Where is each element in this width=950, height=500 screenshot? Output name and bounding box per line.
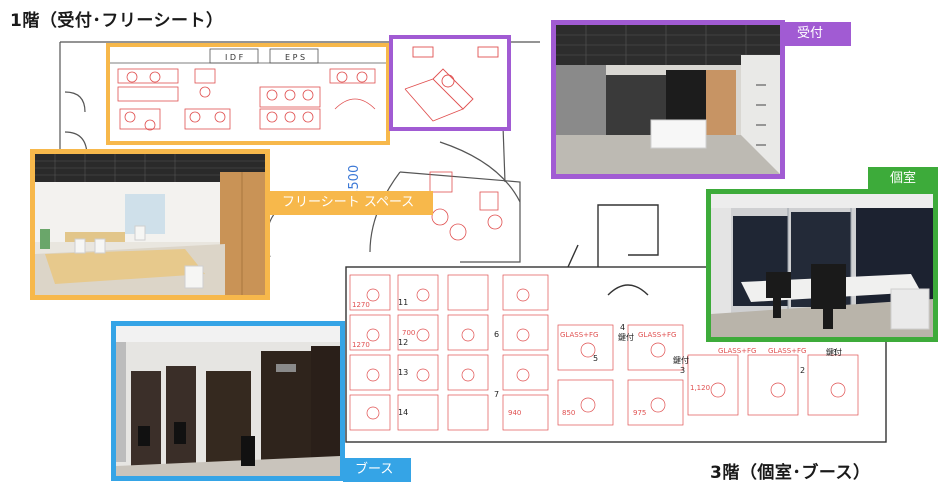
floor3-plan: 1270 1270 940 1,120 975 850 700 GLASS+FG… (345, 204, 887, 443)
plan-dim-850: 850 (562, 409, 575, 417)
plan-label-eps: E P S (285, 53, 305, 62)
plan-glass-fg: GLASS+FG (768, 347, 806, 355)
plan-lock-label: 鍵付 (673, 355, 689, 365)
plan-dim-700: 700 (402, 329, 415, 337)
plan-label-idf: I D F (225, 53, 244, 62)
reception-plan-drawing (404, 46, 499, 122)
plan-dim-940: 940 (508, 409, 521, 417)
plan-room-number: 2 (800, 366, 805, 375)
plan-room-number: 12 (398, 338, 408, 347)
floor3-heading: 3階（個室･ブース） (710, 463, 871, 483)
free-seat-photo (35, 154, 265, 295)
booth-photo-frame (111, 321, 345, 481)
free-seat-plan-drawing: I D F E P S (110, 48, 386, 131)
plan-glass-fg: GLASS+FG (718, 347, 756, 355)
free-seat-label: フリーシート スペース (270, 191, 433, 215)
booth-label: ブース (343, 458, 411, 482)
plan-room-number: 3 (680, 366, 685, 375)
reception-photo-frame (551, 20, 785, 179)
plan-dim-1270: 1270 (352, 341, 370, 349)
plan-lock-label: 鍵付 (826, 347, 842, 357)
plan-room-number: 7 (494, 390, 499, 399)
plan-dim-1120: 1,120 (690, 384, 710, 392)
plan-glass-fg: GLASS+FG (560, 331, 598, 339)
floor1-heading: 1階（受付･フリーシート） (10, 11, 224, 31)
plan-room-number: 4 (620, 323, 625, 332)
plan-dim-1270: 1270 (352, 301, 370, 309)
reception-plan-frame (389, 35, 511, 131)
reception-photo (556, 25, 780, 174)
private-room-photo-frame (706, 189, 938, 342)
plan-room-number: 5 (593, 354, 598, 363)
plan-room-number: 1 (833, 348, 838, 357)
plan-room-number: 13 (398, 368, 408, 377)
private-room-photo (711, 194, 933, 337)
plan-lock-label: 鍵付 (618, 332, 634, 342)
plan-glass-fg: GLASS+FG (638, 331, 676, 339)
free-seat-photo-frame (30, 149, 270, 300)
plan-dim-975: 975 (633, 409, 646, 417)
private-room-label: 個室 (868, 167, 938, 191)
plan-room-number: 14 (398, 408, 408, 417)
booth-photo (116, 326, 340, 476)
plan-room-number: 11 (398, 298, 408, 307)
reception-label: 受付 (785, 22, 851, 46)
plan-room-number: 6 (494, 330, 499, 339)
free-seat-plan-frame: I D F E P S (106, 43, 390, 145)
